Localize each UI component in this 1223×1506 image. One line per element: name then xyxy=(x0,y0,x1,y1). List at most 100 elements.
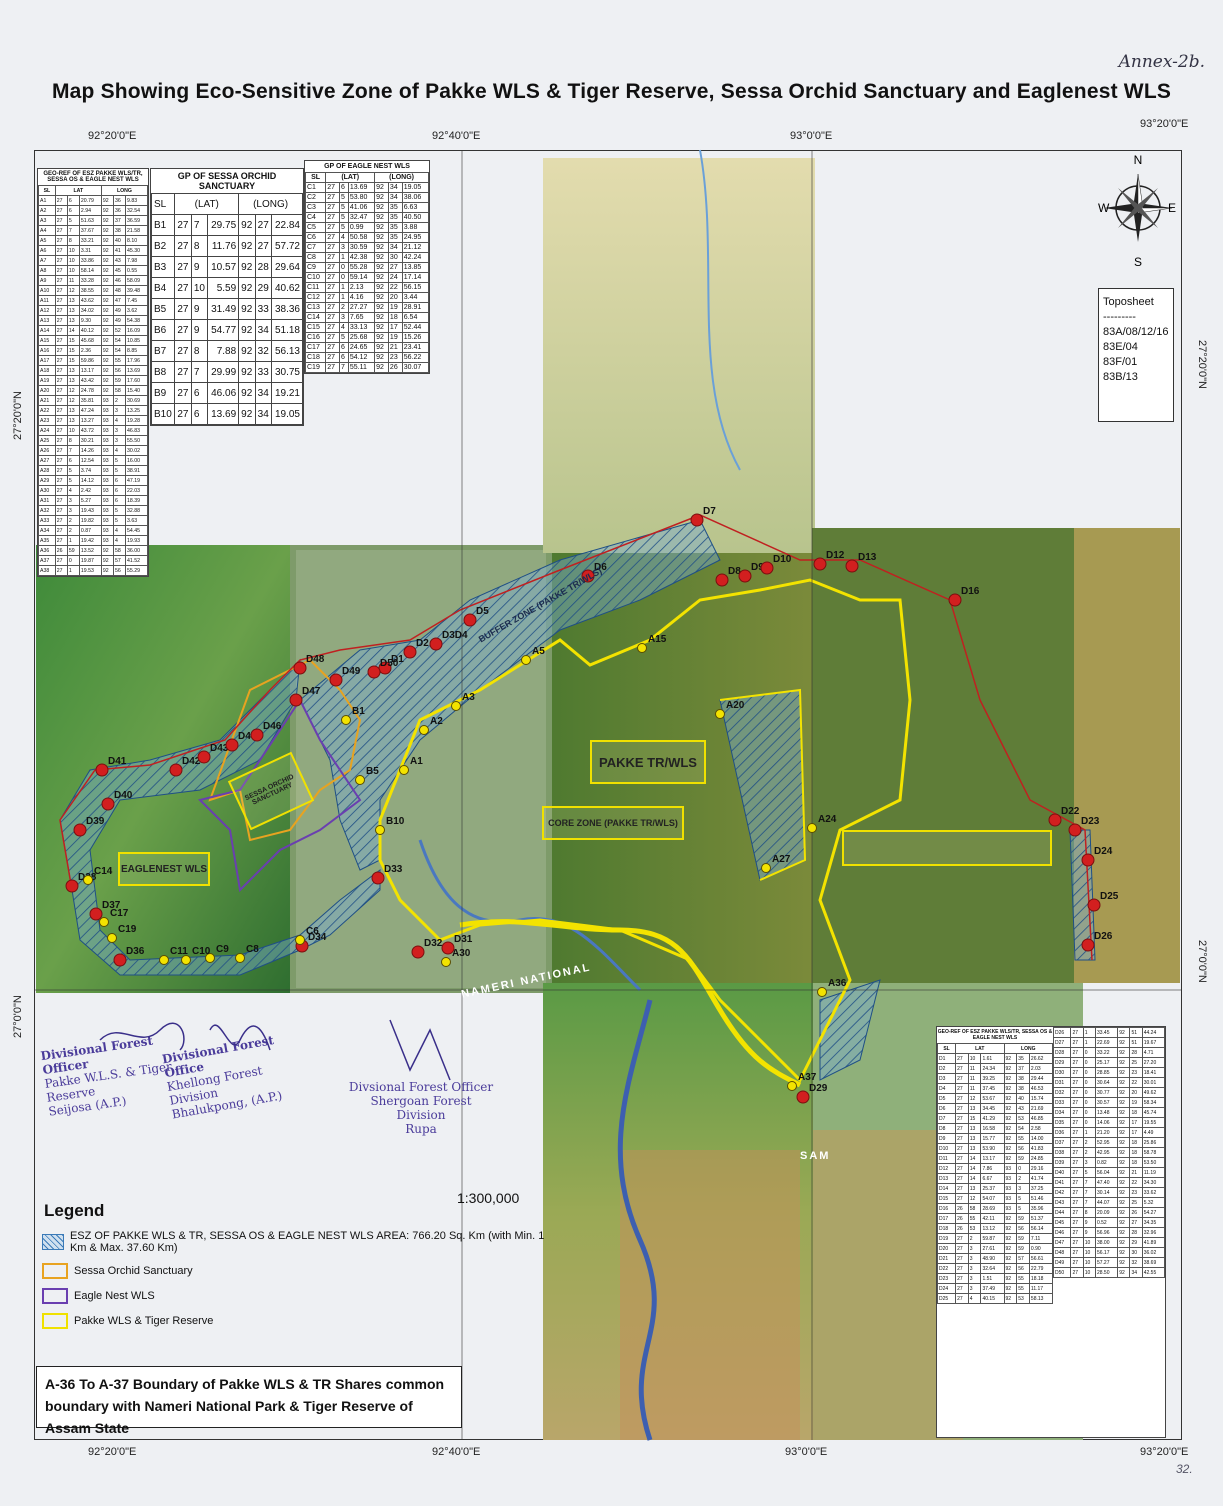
boundary-point-label-a37: A37 xyxy=(798,1072,817,1083)
gp-d-right-cell: 92 xyxy=(1117,1057,1131,1068)
gp-c-cell: 4 xyxy=(339,232,349,243)
gp-d-left-cell: 5 xyxy=(1016,1193,1030,1204)
gp-a-cell: 13 xyxy=(66,405,80,416)
gp-c-cell: 27 xyxy=(325,332,341,343)
gp-c-cell: 92 xyxy=(374,182,389,193)
gp-c-cell: 38.06 xyxy=(401,192,430,203)
gp-c-cell: 6 xyxy=(339,352,349,363)
gp-c-cell: 53.80 xyxy=(347,192,376,203)
gp-a-cell: 12.54 xyxy=(78,455,102,466)
gp-d-left-cell: 11 xyxy=(967,1073,982,1084)
gp-d-left-cell: 56.61 xyxy=(1028,1253,1054,1264)
legend-title: Legend xyxy=(44,1201,105,1220)
boundary-point-label-a24: A24 xyxy=(818,814,837,825)
gp-a-cell: 5.27 xyxy=(78,495,102,506)
gp-a-cell: 10 xyxy=(66,265,80,276)
gp-d-left-cell: 55 xyxy=(1016,1273,1030,1284)
gp-b-cell: 92 xyxy=(238,382,256,404)
buffer-zone-box xyxy=(842,830,1052,866)
gp-a-cell: 33.86 xyxy=(78,255,102,266)
gp-a-cell: 58 xyxy=(112,545,127,556)
boundary-point-label-d48: D48 xyxy=(306,654,325,665)
gp-b-cell: 46.06 xyxy=(207,382,240,404)
gp-d-left-cell: 38 xyxy=(1016,1073,1030,1084)
gp-d-right-cell: 92 xyxy=(1117,1257,1131,1268)
gp-d-right-cell: 56.17 xyxy=(1094,1247,1119,1258)
gp-d-left-cell: D9 xyxy=(936,1133,957,1144)
gp-d-right-cell: 27 xyxy=(1070,1177,1084,1188)
gp-b-cell: B8 xyxy=(150,361,176,383)
gp-d-left-cell: 7.86 xyxy=(980,1163,1005,1174)
gp-c-cell: C4 xyxy=(304,212,327,223)
gp-d-right-cell: 45.74 xyxy=(1141,1107,1166,1118)
gp-d-right-cell: 28 xyxy=(1129,1227,1143,1238)
gp-c-cell: 92 xyxy=(374,352,389,363)
pakke-label: PAKKE TR/WLS xyxy=(590,740,706,784)
gp-d-right-cell: D34 xyxy=(1052,1107,1072,1118)
gp-a-cell: 19.28 xyxy=(125,415,148,426)
gp-d-left-cell: D25 xyxy=(936,1293,957,1304)
gp-c-cell: 27 xyxy=(325,262,341,273)
gp-d-right-cell: 47.40 xyxy=(1094,1177,1119,1188)
gp-d-left-cell: 27 xyxy=(955,1243,969,1254)
gp-d-right-cell: 10 xyxy=(1082,1237,1096,1248)
gp-b-cell: 8 xyxy=(190,340,209,362)
gp-a-cell: 27 xyxy=(54,415,68,426)
gp-b-cell: 34 xyxy=(254,403,273,425)
gp-b-cell: 30.75 xyxy=(271,361,303,383)
gp-c-cell: 33.13 xyxy=(347,322,376,333)
gp-d-left-cell: 54 xyxy=(1016,1123,1030,1134)
gp-a-cell: 92 xyxy=(100,345,114,356)
gp-d-right-cell: 44.07 xyxy=(1094,1197,1119,1208)
boundary-note: A-36 To A-37 Boundary of Pakke WLS & TR … xyxy=(36,1366,462,1436)
gp-a-cell: 93 xyxy=(100,495,114,506)
gp-c-cell: 1 xyxy=(339,292,349,303)
gp-b-cell: 92 xyxy=(238,340,256,362)
gp-d-right-cell: 18 xyxy=(1129,1147,1143,1158)
boundary-point-d7 xyxy=(690,513,704,527)
compass-e: E xyxy=(1168,201,1176,215)
gp-a-cell: 19.82 xyxy=(78,515,102,526)
gp-d-right-cell: D48 xyxy=(1052,1247,1072,1258)
gp-d-header-sl: SL xyxy=(936,1043,957,1054)
gp-d-right-cell: 22 xyxy=(1129,1077,1143,1088)
gp-a-cell: 27 xyxy=(54,205,68,216)
boundary-point-d47 xyxy=(289,693,303,707)
gp-a-cell: 92 xyxy=(100,215,114,226)
gp-c-cell: 26 xyxy=(387,362,403,373)
gp-a-cell: 15 xyxy=(66,335,80,346)
gp-a-cell: 93 xyxy=(100,395,114,406)
gp-c-cell: 92 xyxy=(374,192,389,203)
gp-a-cell: 13 xyxy=(66,365,80,376)
gp-a-cell: 36 xyxy=(112,195,127,206)
gp-a-cell: 47 xyxy=(112,295,127,306)
gp-d-right-cell: 0 xyxy=(1082,1047,1096,1058)
gp-d-right-cell: 27 xyxy=(1070,1107,1084,1118)
gp-d-left-cell: 27 xyxy=(955,1093,969,1104)
gp-a-cell: 2 xyxy=(66,525,80,536)
gp-c-cell: 27 xyxy=(387,262,403,273)
boundary-point-label-d46: D46 xyxy=(263,721,282,732)
gp-a-cell: A20 xyxy=(38,385,56,396)
gp-c-cell: 25.68 xyxy=(347,332,376,343)
gp-a-cell: 27 xyxy=(54,525,68,536)
legend-item-sessa: Sessa Orchid Sanctuary xyxy=(42,1263,556,1279)
gp-d-left-cell: 27 xyxy=(955,1053,969,1064)
gp-d-right-cell: D45 xyxy=(1052,1217,1072,1228)
gp-d-left-cell: 93 xyxy=(1003,1183,1018,1194)
